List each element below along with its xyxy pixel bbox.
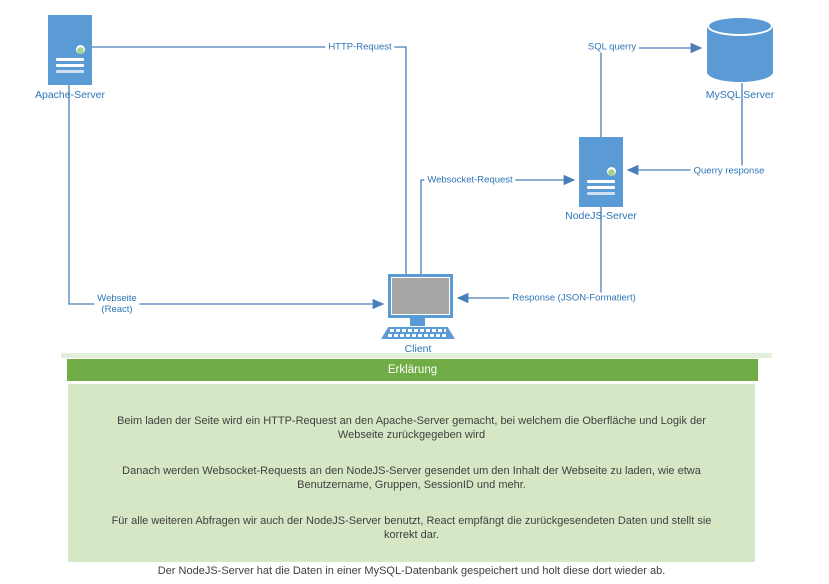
websocket-request-label: Websocket-Request <box>424 174 516 186</box>
nodejs-server-node <box>579 137 623 207</box>
monitor-screen <box>391 277 450 315</box>
http-request-label: HTTP-Request <box>325 41 395 53</box>
connector-sql-query <box>600 42 703 137</box>
connector-webseite-react <box>68 85 385 310</box>
explanation-paragraph: Beim laden der Seite wird ein HTTP-Reque… <box>117 415 706 441</box>
explanation-paragraph: Für alle weiteren Abfragen wir auch der … <box>111 515 712 541</box>
explanation-top-strip <box>61 353 772 358</box>
connector-http-request <box>92 46 407 274</box>
mysql-server-label: MySQL Server <box>705 89 775 101</box>
power-led-icon <box>76 45 85 54</box>
mysql-database-icon <box>707 16 773 82</box>
monitor-stand <box>410 318 425 326</box>
explanation-paragraph: Der NodeJS-Server hat die Daten in einer… <box>157 565 666 577</box>
explanation-body: Beim laden der Seite wird ein HTTP-Reque… <box>68 384 755 577</box>
apache-server-node <box>48 15 92 85</box>
client-label: Client <box>404 343 432 355</box>
webseite-react-label: Webseite (React) <box>94 293 140 315</box>
response-json-label: Response (JSON-Formatiert) <box>509 292 639 304</box>
server-vents-icon <box>56 58 84 76</box>
client-monitor-icon <box>388 274 453 318</box>
explanation-header: Erklärung <box>67 359 758 381</box>
power-led-icon <box>607 167 616 176</box>
connector-websocket-request <box>420 174 576 274</box>
nodejs-server-label: NodeJS-Server <box>565 210 637 222</box>
keyboard-icon <box>381 327 455 339</box>
server-vents-icon <box>587 180 615 198</box>
query-response-label: Querry response <box>690 165 768 177</box>
explanation-paragraph: Danach werden Websocket-Requests an den … <box>122 465 701 491</box>
sql-query-label: SQL querry <box>584 41 640 53</box>
apache-server-label: Apache-Server <box>34 89 106 101</box>
